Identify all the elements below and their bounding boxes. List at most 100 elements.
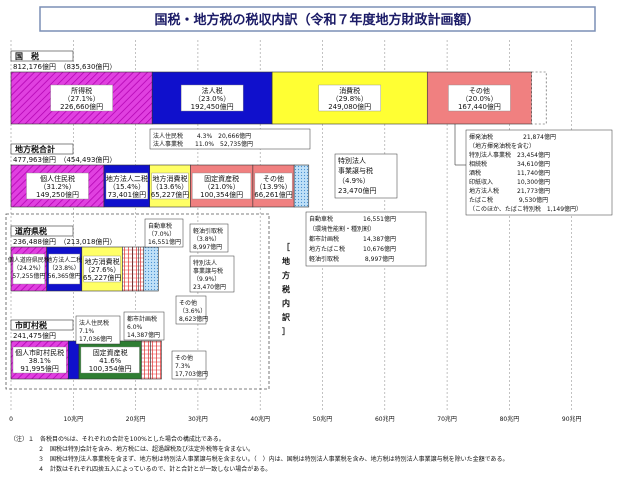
- bracket-label-char: 税: [282, 284, 290, 294]
- muni-other-line: 17,703億円: [175, 370, 208, 378]
- row-total: 812,176億円 （835,630億円）: [13, 62, 116, 71]
- muni-corp-box: [75, 315, 121, 345]
- muni-other-line: その他: [175, 354, 193, 362]
- bar-label-name: 所得税: [71, 86, 92, 95]
- national-other-line: （このほか、たばこ特別税 1,149億円）: [469, 205, 582, 213]
- tokubetsu-total-line: 事業譲与税: [338, 166, 373, 175]
- bar-label-name: 地方消費税: [85, 257, 120, 266]
- tokubetsu-total-box: [334, 153, 398, 199]
- national-other-line: 相続税 34,610億円: [469, 160, 550, 168]
- bar-label-amount: 149,250億円: [36, 190, 79, 199]
- resident-breakdown-line: 法人事業税 11.0% 52,735億円: [153, 140, 253, 148]
- local-other-line: （環境性能割・種別割）: [309, 225, 375, 233]
- bracket-label-char: 訳: [282, 312, 291, 322]
- pref-other-box: [175, 295, 207, 325]
- pref-diesel-line: （3.8%）: [193, 236, 220, 243]
- bar-label-name: 地方法人二税: [46, 256, 82, 264]
- row-title-box: [10, 319, 74, 331]
- x-tick-label: 60兆円: [375, 415, 395, 423]
- bar-label-box: [105, 172, 148, 200]
- bar-label-amount: 66,261億円: [254, 190, 293, 199]
- bar-label-name: 固定資産税: [93, 348, 128, 357]
- footnote: ３ 国税は特別法人事業税を含まず、地方税は特別法人事業譲与税を含まない。（ ）内…: [38, 455, 509, 463]
- bar-label-name: 個人道府県民税: [8, 256, 50, 264]
- bar-segment: [138, 246, 145, 292]
- x-tick-label: 80兆円: [500, 415, 520, 423]
- bar-label-box: [254, 172, 293, 200]
- pref-tokubetsu-line: （9.9%）: [193, 276, 220, 283]
- local-other-line: 軽油引取税 8,997億円: [309, 255, 394, 263]
- muni-corp-line: 17,036億円: [79, 335, 112, 343]
- bar-label-box: [26, 172, 89, 200]
- bar-label-name: 法人税: [202, 86, 223, 95]
- bar-label-name: 個人市町村民税: [15, 348, 64, 357]
- bar-label-pct: （24.2%）: [13, 265, 44, 272]
- national-other-line: （地方揮発油税を含む）: [469, 142, 535, 150]
- bar-segment: [68, 340, 80, 380]
- bar-label-amount: 226,660億円: [60, 102, 103, 111]
- pref-other-line: （3.6%）: [179, 308, 206, 315]
- national-other-line: 酒税 11,740億円: [469, 169, 550, 177]
- bar-label-amount: 57,255億円: [12, 272, 45, 280]
- row-title: 道府県税: [15, 226, 47, 236]
- local-other-line: 自動車税 16,551億円: [309, 215, 396, 223]
- bar-label-box: [12, 253, 45, 285]
- pref-tokubetsu-box: [189, 255, 235, 293]
- bar-label-pct: 38.1%: [29, 357, 52, 365]
- bracket-label-char: ］: [282, 326, 290, 336]
- pref-car-box: [144, 218, 184, 248]
- muni-corp-line: 7.1%: [79, 328, 95, 335]
- row-total: 241,475億円: [13, 331, 56, 340]
- local-other-line: 地方たばこ税 10,676億円: [309, 245, 396, 253]
- national-other-line: 特別法人事業税 23,454億円: [469, 151, 550, 159]
- x-tick-label: 70兆円: [437, 415, 457, 423]
- pref-other-line: 8,623億円: [179, 315, 208, 323]
- pref-other-line: その他: [179, 299, 197, 307]
- bar-label-box: [48, 253, 80, 285]
- x-tick-label: 0: [9, 416, 13, 423]
- local-other-line: 都市計画税 14,387億円: [309, 235, 396, 243]
- pref-diesel-box: [189, 223, 229, 253]
- pref-car-line: 自動車税: [148, 222, 172, 230]
- muni-corp-line: 法人住民税: [79, 319, 109, 327]
- bar-label-name: 地方消費税: [153, 174, 188, 183]
- tokubetsu-total-line: （4.9%）: [338, 177, 370, 185]
- resident-breakdown-line: 法人住民税 4.3% 20,666億円: [153, 132, 251, 140]
- x-tick-label: 50兆円: [313, 415, 333, 423]
- local-breakdown-outline: [5, 213, 270, 390]
- footnotes: （注）１ 各税目の%は、それぞれの合計を100%とした場合の構成比である。２ 国…: [10, 435, 509, 473]
- bar-label-name: その他: [263, 174, 284, 183]
- bar-label-box: [151, 172, 189, 200]
- muni-city-line: 6.0%: [127, 324, 143, 331]
- row-title: 市町村税: [15, 320, 47, 330]
- bar-label-pct: （13.6%）: [152, 183, 188, 191]
- bar-label-box: [80, 346, 140, 374]
- pref-diesel-line: 8,997億円: [193, 243, 222, 251]
- pref-tokubetsu-line: 23,470億円: [193, 283, 226, 291]
- local-other-box: [305, 211, 427, 267]
- bar-segment: [141, 340, 151, 380]
- national-other-line: 地方法人税 21,773億円: [469, 187, 550, 195]
- bar-label-amount: 73,401億円: [108, 190, 147, 199]
- bar-label-pct: （27.6%）: [84, 266, 120, 274]
- bar-label-amount: 56,365億円: [48, 272, 81, 280]
- pref-diesel-line: 軽油引取税: [193, 227, 223, 235]
- national-other-line: 揮発油税 21,874億円: [469, 133, 556, 141]
- bar-label-box: [318, 84, 381, 112]
- muni-city-line: 都市計画税: [127, 315, 157, 323]
- bar-label-pct: 41.6%: [99, 357, 122, 365]
- bar-label-amount: 249,080億円: [328, 102, 371, 111]
- pref-car-line: 16,551億円: [148, 238, 181, 246]
- chart-title: 国税・地方税の税収内訳（令和７年度地方財政計画額）: [154, 12, 479, 28]
- bar-label-box: [12, 346, 67, 374]
- bar-label-pct: （15.4%）: [109, 183, 145, 191]
- bar-segment: [150, 340, 162, 380]
- x-tick-label: 20兆円: [126, 415, 146, 423]
- row-title: 地方税合計: [15, 144, 55, 154]
- row-title-box: [10, 143, 74, 155]
- title-box: [39, 6, 596, 32]
- bar-label-name: 地方法人二税: [106, 174, 148, 183]
- bar-label-box: [448, 84, 511, 112]
